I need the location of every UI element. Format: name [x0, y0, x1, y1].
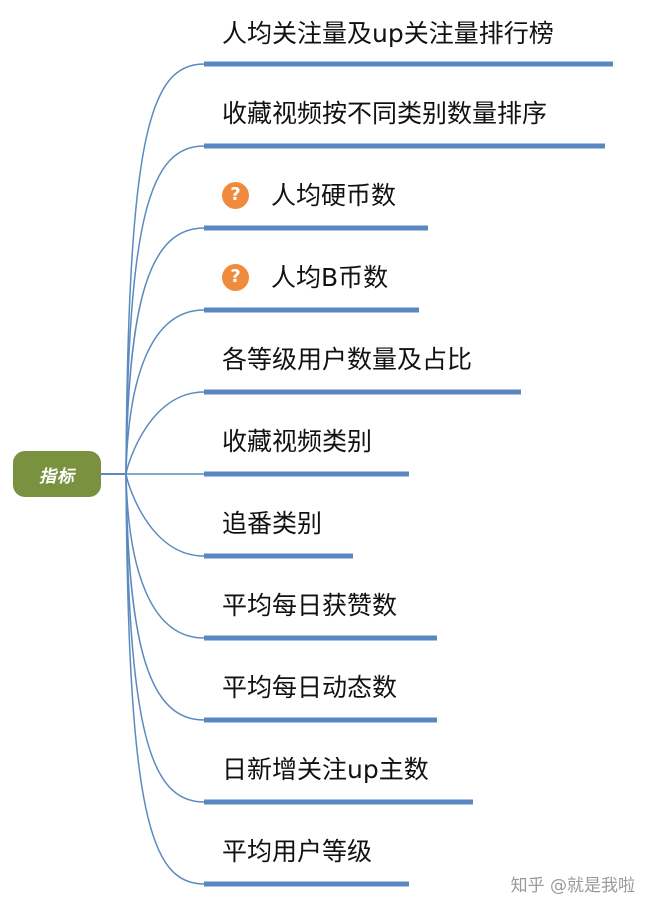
branch-3[interactable]: ? 人均B币数 — [222, 257, 388, 297]
branch-label: 平均用户等级 — [222, 836, 373, 866]
connector-6 — [101, 473, 205, 557]
branch-1[interactable]: 收藏视频按不同类别数量排序 — [222, 93, 547, 133]
connector-9 — [101, 473, 205, 803]
connector-8 — [101, 473, 205, 721]
branch-5[interactable]: 收藏视频类别 — [222, 421, 372, 461]
branch-7[interactable]: 平均每日获赞数 — [222, 585, 397, 625]
root-label: 指标 — [39, 466, 75, 487]
question-icon: ? — [222, 181, 249, 209]
branch-label: 人均关注量及up关注量排行榜 — [222, 18, 554, 48]
branch-6[interactable]: 追番类别 — [222, 503, 322, 543]
connector-1 — [101, 145, 205, 475]
branch-2[interactable]: ? 人均硬币数 — [222, 175, 396, 215]
connector-10 — [101, 473, 205, 885]
question-icon: ? — [222, 263, 249, 291]
branch-0[interactable]: 人均关注量及up关注量排行榜 — [222, 13, 554, 53]
branch-label: 平均每日动态数 — [222, 672, 398, 702]
watermark: 知乎 @就是我啦 — [510, 876, 635, 896]
connector-3 — [101, 309, 205, 475]
root-node[interactable]: 指标 — [13, 451, 101, 497]
connector-4 — [101, 391, 205, 475]
branch-4[interactable]: 各等级用户数量及占比 — [222, 339, 472, 379]
branch-8[interactable]: 平均每日动态数 — [222, 667, 397, 707]
connector-2 — [101, 227, 205, 475]
branch-label: 各等级用户数量及占比 — [222, 344, 473, 374]
branch-label: 收藏视频按不同类别数量排序 — [222, 98, 548, 128]
branch-9[interactable]: 日新增关注up主数 — [222, 749, 429, 789]
connector-0 — [101, 63, 205, 475]
branch-label: 收藏视频类别 — [222, 426, 373, 456]
branch-label: 追番类别 — [222, 508, 323, 538]
branch-10[interactable]: 平均用户等级 — [222, 831, 372, 871]
branch-label: 日新增关注up主数 — [222, 754, 429, 784]
connector-7 — [101, 473, 205, 639]
branch-label: 人均B币数 — [271, 262, 389, 292]
branch-label: 人均硬币数 — [271, 180, 397, 210]
branch-label: 平均每日获赞数 — [222, 590, 398, 620]
